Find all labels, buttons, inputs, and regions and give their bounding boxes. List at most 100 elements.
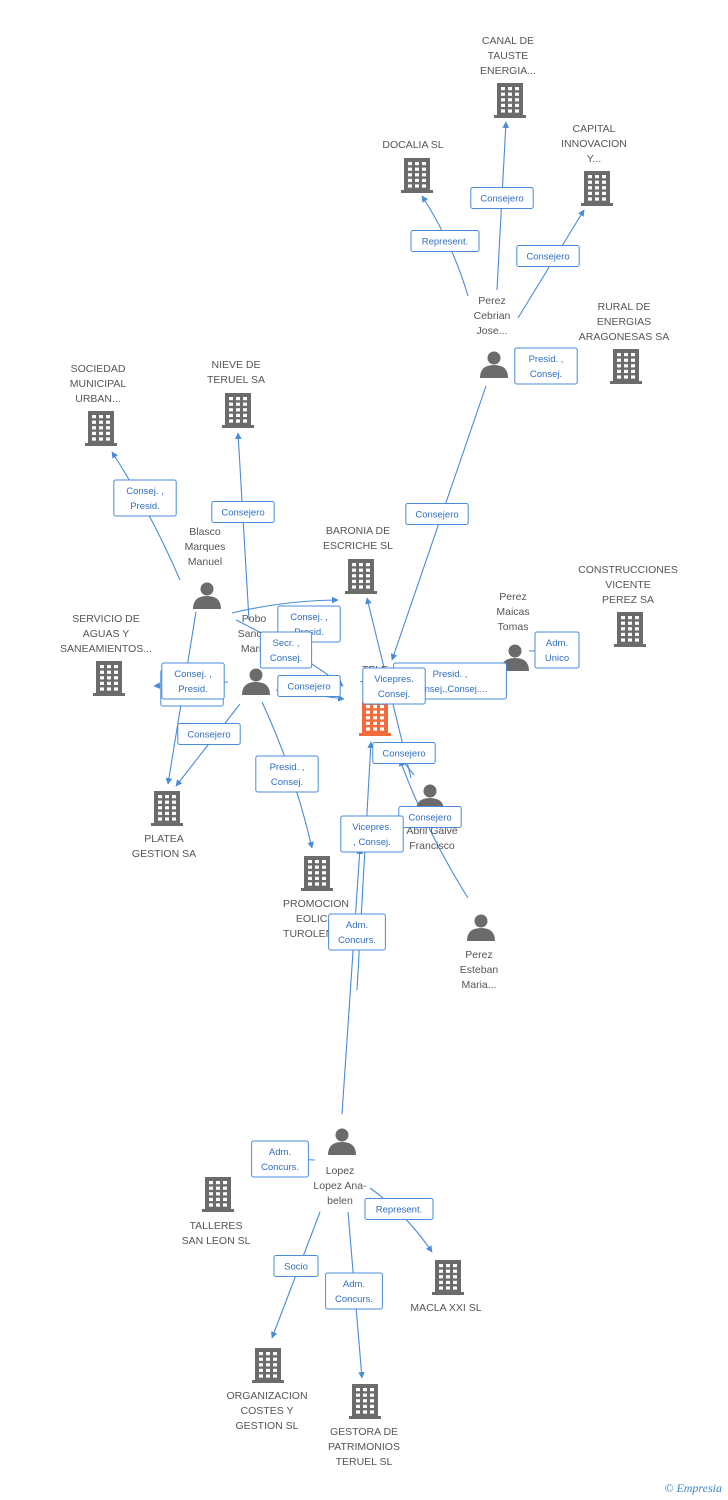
node-label-line: CAPITAL (573, 123, 616, 135)
building-icon (614, 612, 646, 647)
node-capital[interactable]: CAPITAL INNOVACION Y... (561, 123, 627, 206)
edge-label-text: Consejero (187, 730, 230, 741)
edge-label-perez_cebrian-canal[interactable]: Consejero (470, 187, 534, 209)
edge-label-abril-tele[interactable]: Consejero (372, 742, 436, 764)
node-label-line: BARONIA DE (326, 525, 390, 537)
edge-label-abril-baronia[interactable]: Vicepres.Consej. (362, 667, 426, 705)
edge-label-text: Adm. (346, 920, 368, 931)
node-label-line: ENERGIAS (597, 316, 651, 328)
node-perez_esteban[interactable]: PerezEstebanMaria... (460, 914, 499, 992)
edge-label-text: Socio (284, 1262, 308, 1273)
node-sociedad[interactable]: SOCIEDADMUNICIPALURBAN... (70, 363, 127, 446)
edge-label-lopez-gestora[interactable]: Adm.Concurs. (325, 1272, 383, 1310)
edge-label-perez_cebrian-tele[interactable]: Consejero (405, 503, 469, 525)
edge-label-perez_esteban-tele[interactable]: Consejero (398, 806, 462, 828)
node-label-line: TALLERES (190, 1220, 243, 1232)
node-label-line: MACLA XXI SL (410, 1302, 481, 1314)
edge-label-pobo-tele[interactable]: Consejero (277, 675, 341, 697)
edge-label-box (514, 347, 578, 385)
edge-label-box (328, 913, 386, 951)
edge-label-blasco-sociedad[interactable]: Consej. ,Presid. (113, 479, 177, 517)
node-label-line: PLATEA (144, 833, 184, 845)
node-label-line: Blasco (189, 526, 221, 538)
edge-label-lopez-tele[interactable]: Adm. Concurs. (328, 913, 386, 951)
node-label-line: Y... (587, 153, 601, 165)
edge-label-perez_maicas-construcciones[interactable]: Adm.Unico (534, 631, 580, 669)
node-canal[interactable]: CANAL DETAUSTEENERGIA... (480, 35, 536, 118)
edge-label-text: Consejero (526, 252, 569, 263)
node-docalia[interactable]: DOCALIA SL (382, 139, 444, 193)
edge-label-box (362, 667, 426, 705)
edge-label-lopez-talleres[interactable]: Adm.Concurs. (251, 1140, 309, 1178)
edge-label-pobo-promocion[interactable]: Presid. ,Consej. (255, 755, 319, 793)
building-icon (93, 661, 125, 696)
edge-label-box (405, 503, 469, 525)
edge-label-pobo-servicio[interactable]: Consej. ,Presid. (161, 662, 225, 700)
node-label-line: ENERGIA... (480, 65, 536, 77)
building-icon (252, 1348, 284, 1383)
edge-label-text: Concurs. (335, 1294, 373, 1305)
node-label-line: RURAL DE (598, 301, 651, 313)
edge-label-perez_cebrian-rural[interactable]: Presid. ,Consej. (514, 347, 578, 385)
edge-label-blasco-nieve[interactable]: Consejero (211, 501, 275, 523)
edge-label-box (340, 815, 404, 853)
edge-label-perez_cebrian-capital[interactable]: Consejero (516, 245, 580, 267)
edge-label-text: Consej. , (290, 612, 328, 623)
edge-label-text: Vicepres. (352, 822, 391, 833)
edge-label-box (470, 187, 534, 209)
building-icon (581, 171, 613, 206)
node-label-line: Jose... (477, 325, 508, 337)
edge-label-lopez-macla[interactable]: Represent. (364, 1198, 434, 1220)
edge-label-box (273, 1255, 319, 1277)
edge-label-lopez-organizacion[interactable]: Socio (273, 1255, 319, 1277)
edge-label-box (516, 245, 580, 267)
edge-label-text: Consej. (271, 777, 303, 788)
node-label-line: COSTES Y (241, 1405, 294, 1417)
copyright-symbol: © (664, 1481, 674, 1495)
edge-label-perez_cebrian-docalia[interactable]: Represent. (410, 230, 480, 252)
node-talleres[interactable]: TALLERES SAN LEON SL (182, 1177, 251, 1247)
node-label-line: PROMOCION (283, 898, 349, 910)
node-label-line: CANAL DE (482, 35, 534, 47)
edge-label-text: Concurs. (338, 935, 376, 946)
node-macla[interactable]: MACLA XXI SL (410, 1260, 482, 1314)
edge-label-pobo-platea[interactable]: Consejero (177, 723, 241, 745)
node-label-line: belen (327, 1195, 353, 1207)
node-label-line: GESTION SA (132, 848, 196, 860)
node-label-line: URBAN... (75, 393, 121, 405)
node-label-line: AGUAS Y (83, 628, 130, 640)
edge-label-box (161, 662, 225, 700)
edge-blasco-nieve (235, 432, 250, 621)
node-perez_cebrian[interactable]: PerezCebrianJose... (474, 295, 511, 378)
brand-name: Empresia (676, 1481, 722, 1495)
node-platea[interactable]: PLATEA GESTION SA (132, 791, 196, 860)
edge-label-box (277, 675, 341, 697)
building-icon (494, 83, 526, 118)
node-label-line: Marques (185, 541, 226, 553)
edge-label-text: Consejero (415, 510, 458, 521)
edge-label-text: Consejero (480, 194, 523, 205)
person-icon (480, 351, 508, 378)
edge-label-lopez-tele[interactable]: Vicepres., Consej. (340, 815, 404, 853)
empresia-watermark[interactable]: © Empresia (664, 1481, 722, 1496)
node-label-line: INNOVACION (561, 138, 627, 150)
edge-label-blasco-tele[interactable]: Secr. ,Consej. (259, 631, 313, 669)
edge-label-text: Presid. , (433, 669, 468, 680)
person-icon (328, 1128, 356, 1155)
person-icon (501, 644, 529, 671)
edge-label-text: Consejero (221, 508, 264, 519)
node-label-line: SAN LEON SL (182, 1235, 251, 1247)
edge-label-text: Secr. , (273, 638, 300, 649)
